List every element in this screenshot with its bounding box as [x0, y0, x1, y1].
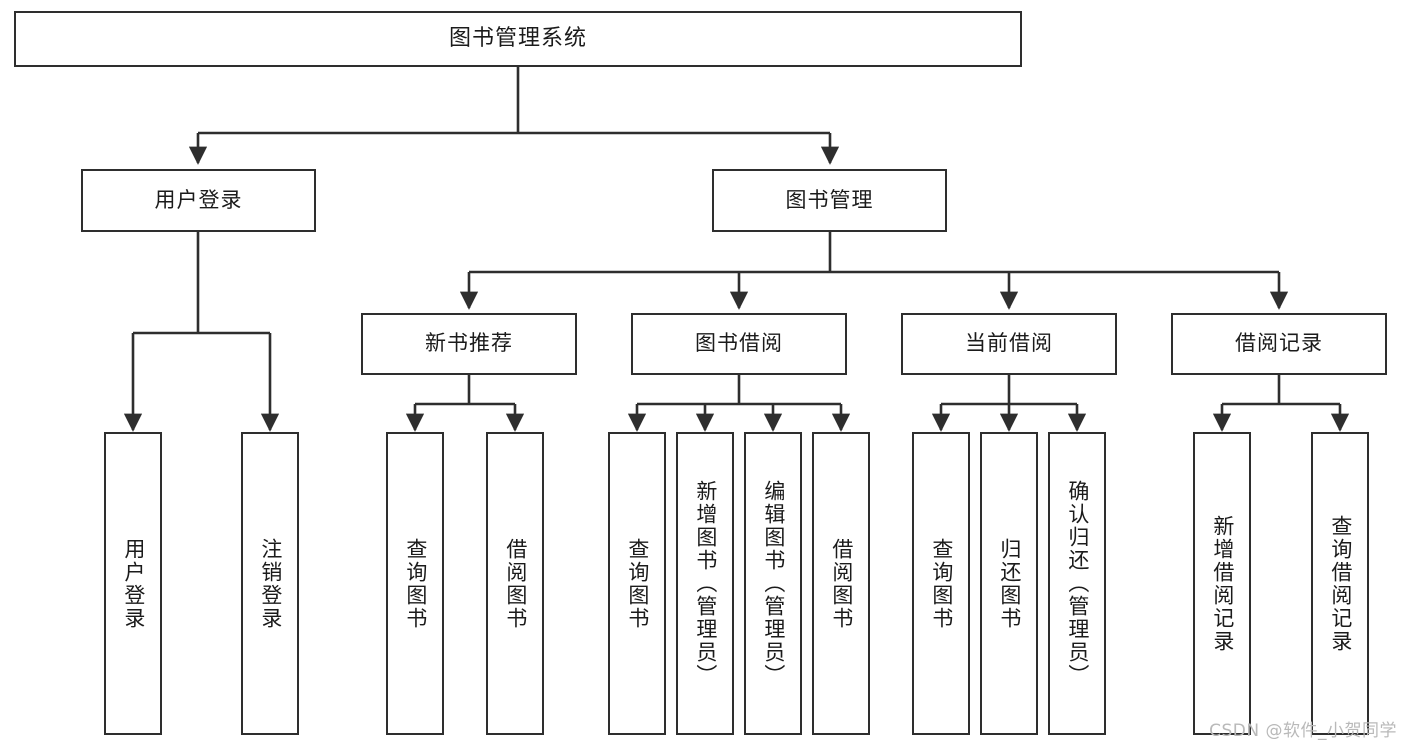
node-root-book-management-system[interactable]: 图书管理系统	[14, 11, 1022, 67]
node-label: 查询图书	[625, 537, 650, 630]
node-label: 注销登录	[258, 537, 283, 630]
node-label: 用户登录	[154, 187, 243, 212]
node-book-management[interactable]: 图书管理	[712, 169, 947, 232]
node-leaf-confirm-return-admin[interactable]: 确认归还（管理员）	[1048, 432, 1106, 735]
node-current-borrow[interactable]: 当前借阅	[901, 313, 1117, 375]
node-user-login[interactable]: 用户登录	[81, 169, 316, 232]
node-label: 编辑图书（管理员）	[761, 480, 786, 687]
node-leaf-user-logout[interactable]: 注销登录	[241, 432, 299, 735]
node-leaf-user-login[interactable]: 用户登录	[104, 432, 162, 735]
node-leaf-query-book-current[interactable]: 查询图书	[912, 432, 970, 735]
node-label: 借阅图书	[503, 537, 528, 630]
node-label: 用户登录	[121, 537, 146, 630]
node-leaf-add-book-admin[interactable]: 新增图书（管理员）	[676, 432, 734, 735]
node-leaf-borrow-book-borrow[interactable]: 借阅图书	[812, 432, 870, 735]
node-label: 借阅记录	[1235, 331, 1323, 356]
node-label: 图书管理	[785, 187, 874, 212]
node-leaf-add-borrow-record[interactable]: 新增借阅记录	[1193, 432, 1251, 735]
node-label: 查询图书	[929, 537, 954, 630]
node-label: 查询借阅记录	[1328, 514, 1353, 653]
node-label: 新书推荐	[425, 331, 513, 356]
node-leaf-borrow-book-recommend[interactable]: 借阅图书	[486, 432, 544, 735]
node-label: 当前借阅	[965, 331, 1053, 356]
node-leaf-query-book-recommend[interactable]: 查询图书	[386, 432, 444, 735]
node-label: 图书管理系统	[448, 25, 587, 51]
node-label: 借阅图书	[829, 537, 854, 630]
node-label: 新增图书（管理员）	[693, 480, 718, 687]
node-leaf-return-book[interactable]: 归还图书	[980, 432, 1038, 735]
node-leaf-query-book-borrow[interactable]: 查询图书	[608, 432, 666, 735]
node-label: 归还图书	[997, 537, 1022, 630]
node-leaf-edit-book-admin[interactable]: 编辑图书（管理员）	[744, 432, 802, 735]
watermark: CSDN @软件_小贺同学	[1209, 721, 1397, 741]
node-borrow-record[interactable]: 借阅记录	[1171, 313, 1387, 375]
node-label: 查询图书	[403, 537, 428, 630]
node-label: 确认归还（管理员）	[1065, 480, 1090, 687]
node-book-borrow[interactable]: 图书借阅	[631, 313, 847, 375]
node-leaf-query-borrow-record[interactable]: 查询借阅记录	[1311, 432, 1369, 735]
node-new-book-recommend[interactable]: 新书推荐	[361, 313, 577, 375]
node-label: 新增借阅记录	[1210, 514, 1235, 653]
node-label: 图书借阅	[695, 331, 783, 356]
